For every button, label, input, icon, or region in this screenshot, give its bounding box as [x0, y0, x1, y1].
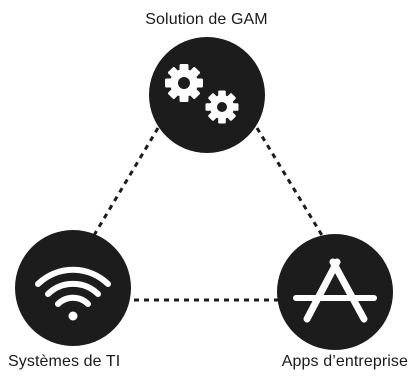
gears-icon: [165, 64, 239, 124]
wifi-icon: [35, 266, 111, 321]
node-right-circle: [277, 234, 393, 350]
connectors: [88, 127, 328, 302]
node-right-label: Apps d’entreprise: [281, 353, 408, 370]
node-left-circle: [15, 230, 131, 346]
node-right: [277, 234, 393, 350]
connector-top-right: [255, 127, 328, 243]
node-top-circle: [149, 37, 265, 153]
node-top: [149, 37, 265, 153]
connector-top-left: [88, 127, 160, 243]
app-store-icon: [293, 258, 377, 323]
node-top-label: Solution de GAM: [145, 11, 268, 28]
node-left-label: Systèmes de TI: [8, 353, 121, 370]
node-left: [15, 230, 131, 346]
